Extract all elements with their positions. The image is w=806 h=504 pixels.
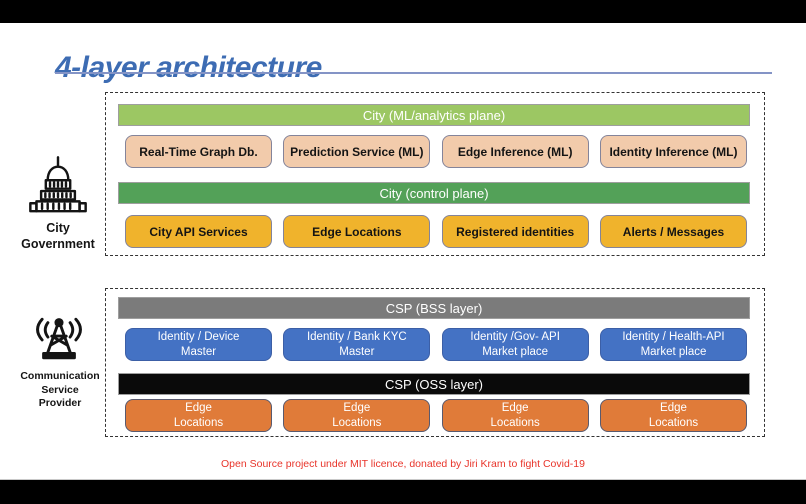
city-group-container: City (ML/analytics plane) Real-Time Grap…	[105, 92, 765, 256]
edge-locations-box-4: Edge Locations	[599, 399, 747, 432]
communication-service-provider-label: Communication Service Provider	[20, 370, 100, 410]
title-underline	[55, 72, 772, 74]
identity-bank-kyc-master-box: Identity / Bank KYC Master	[283, 328, 431, 361]
alerts-messages-box: Alerts / Messages	[599, 215, 747, 248]
city-control-plane-bar: City (control plane)	[118, 182, 750, 204]
broadcast-antenna-icon	[32, 313, 86, 370]
city-api-services-box: City API Services	[125, 215, 272, 248]
city-ml-analytics-plane-bar: City (ML/analytics plane)	[118, 104, 750, 126]
letterbox-bottom	[0, 479, 806, 504]
real-time-graph-db-box: Real-Time Graph Db.	[125, 135, 272, 168]
identity-gov-api-marketplace-box: Identity /Gov- API Market place	[441, 328, 589, 361]
edge-locations-box-2: Edge Locations	[283, 399, 431, 432]
bss-boxes-row: Identity / Device Master Identity / Bank…	[125, 328, 747, 361]
oss-boxes-row: Edge Locations Edge Locations Edge Locat…	[125, 399, 747, 432]
edge-inference-box: Edge Inference (ML)	[441, 135, 589, 168]
prediction-service-box: Prediction Service (ML)	[283, 135, 431, 168]
city-government-label: City Government	[21, 221, 95, 251]
csp-bss-layer-bar: CSP (BSS layer)	[118, 297, 750, 319]
edge-locations-box-1: Edge Locations	[125, 399, 272, 432]
slide-canvas: 4-layer architecture City Government Cit…	[0, 23, 806, 479]
identity-health-api-marketplace-box: Identity / Health-API Market place	[599, 328, 747, 361]
slide-title: 4-layer architecture	[55, 51, 322, 85]
csp-oss-layer-bar: CSP (OSS layer)	[118, 373, 750, 395]
edge-locations-box: Edge Locations	[283, 215, 431, 248]
open-source-credit-text: Open Source project under MIT licence, d…	[221, 458, 585, 470]
ml-boxes-row: Real-Time Graph Db. Prediction Service (…	[125, 135, 747, 168]
edge-locations-box-3: Edge Locations	[441, 399, 589, 432]
identity-device-master-box: Identity / Device Master	[125, 328, 272, 361]
letterbox-top	[0, 0, 806, 24]
capitol-building-icon	[28, 155, 88, 218]
control-boxes-row: City API Services Edge Locations Registe…	[125, 215, 747, 248]
registered-identities-box: Registered identities	[441, 215, 589, 248]
identity-inference-box: Identity Inference (ML)	[599, 135, 747, 168]
csp-group-container: CSP (BSS layer) Identity / Device Master…	[105, 288, 765, 437]
